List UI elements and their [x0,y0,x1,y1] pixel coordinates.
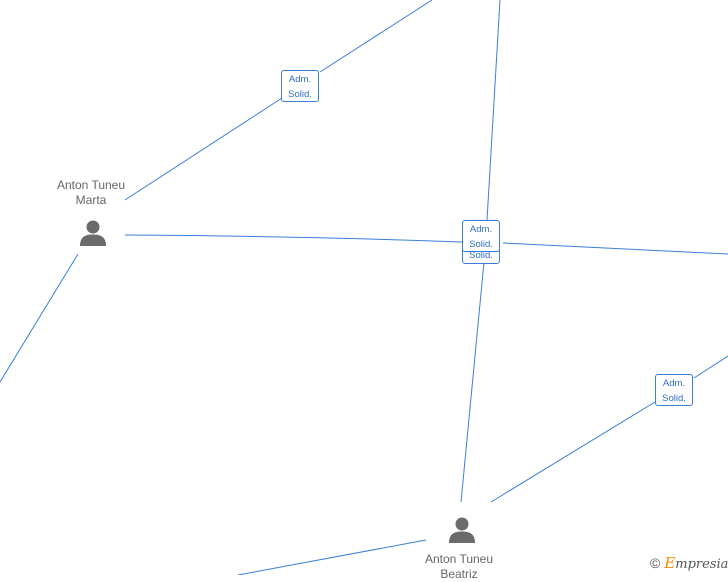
edge-vertical-lower [460,261,485,503]
person-icon[interactable] [448,516,476,544]
brand-initial: E [664,554,676,572]
edge-center-right [502,242,728,255]
relation-box-center[interactable]: Adm. Solid. [462,220,500,252]
person-firstname: Beatriz [440,567,478,581]
relation-role: Adm. [469,224,493,235]
person-firstname: Marta [75,193,107,207]
person-label-beatriz[interactable]: Anton Tuneu Beatriz [419,552,499,582]
copyright-icon: © [650,555,661,571]
relation-type: Solid. [662,393,686,404]
relation-type: Solid. [469,239,493,250]
edge-marta-center [124,234,463,243]
person-icon[interactable] [79,219,107,247]
edge-vertical-upper [486,0,501,221]
edge-marta-left-down [0,253,79,383]
person-label-marta[interactable]: Anton Tuneu Marta [51,178,131,208]
relation-type: Solid. [288,89,312,100]
relation-role: Adm. [288,74,312,85]
brand-name: mpresia [675,557,728,572]
relation-box-top[interactable]: Adm. Solid. [281,70,319,102]
person-surname: Anton Tuneu [424,552,494,566]
relation-role: Adm. [662,378,686,389]
edge-top-right [319,0,433,73]
brand-logo: Empresia [664,554,728,572]
person-surname: Anton Tuneu [56,178,126,192]
relation-type-back: Solid. [469,250,493,261]
edge-right-up [693,355,728,379]
edge-beatriz-bottom-left [237,539,427,575]
brand-watermark: © Empresia [650,554,728,572]
edge-marta-top-left [124,97,283,201]
edge-beatriz-right [490,401,656,503]
relation-box-right[interactable]: Adm. Solid. [655,374,693,406]
